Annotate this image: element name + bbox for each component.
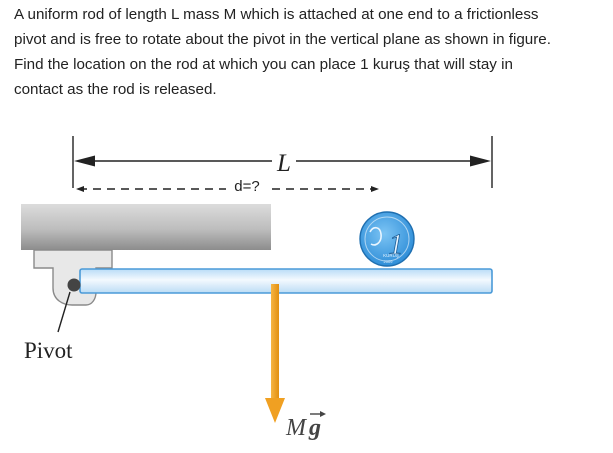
ceiling-support: [21, 204, 271, 250]
distance-label: d=?: [234, 178, 259, 195]
question-line-2: pivot and is free to rotate about the pi…: [14, 31, 551, 48]
weight-label-g: g: [308, 415, 321, 441]
coin-1-kurus: 1 KURUŞ 2009: [359, 211, 415, 267]
length-arrowhead-left: [74, 155, 95, 167]
pivot-pin: [67, 278, 81, 292]
question-line-4: contact as the rod is released.: [14, 81, 217, 98]
question-text: A uniform rod of length L mass M which i…: [14, 2, 609, 102]
distance-arrowhead-left: [76, 186, 84, 192]
coin-numeral: 1: [389, 228, 404, 261]
gravity-arrow: [265, 284, 285, 423]
length-dimension: L: [72, 136, 493, 188]
question-line-3: Find the location on the rod at which yo…: [14, 56, 513, 73]
distance-arrowhead-right: [371, 186, 379, 192]
vector-arrow-icon: [310, 411, 326, 417]
length-label: L: [276, 150, 291, 177]
weight-label-m: M: [285, 415, 308, 441]
distance-dimension: d=?: [76, 178, 379, 195]
length-arrowhead-right: [470, 155, 491, 167]
pivot-label: Pivot: [24, 338, 73, 363]
pivot-pointer: [57, 291, 71, 333]
question-line-1: A uniform rod of length L mass M which i…: [14, 6, 539, 23]
coin-tulip-icon: [369, 226, 382, 246]
coin-text: KURUŞ: [383, 253, 399, 258]
gravity-arrowhead: [265, 398, 285, 423]
uniform-rod: [79, 268, 493, 294]
coin-year: 2009: [384, 259, 394, 264]
